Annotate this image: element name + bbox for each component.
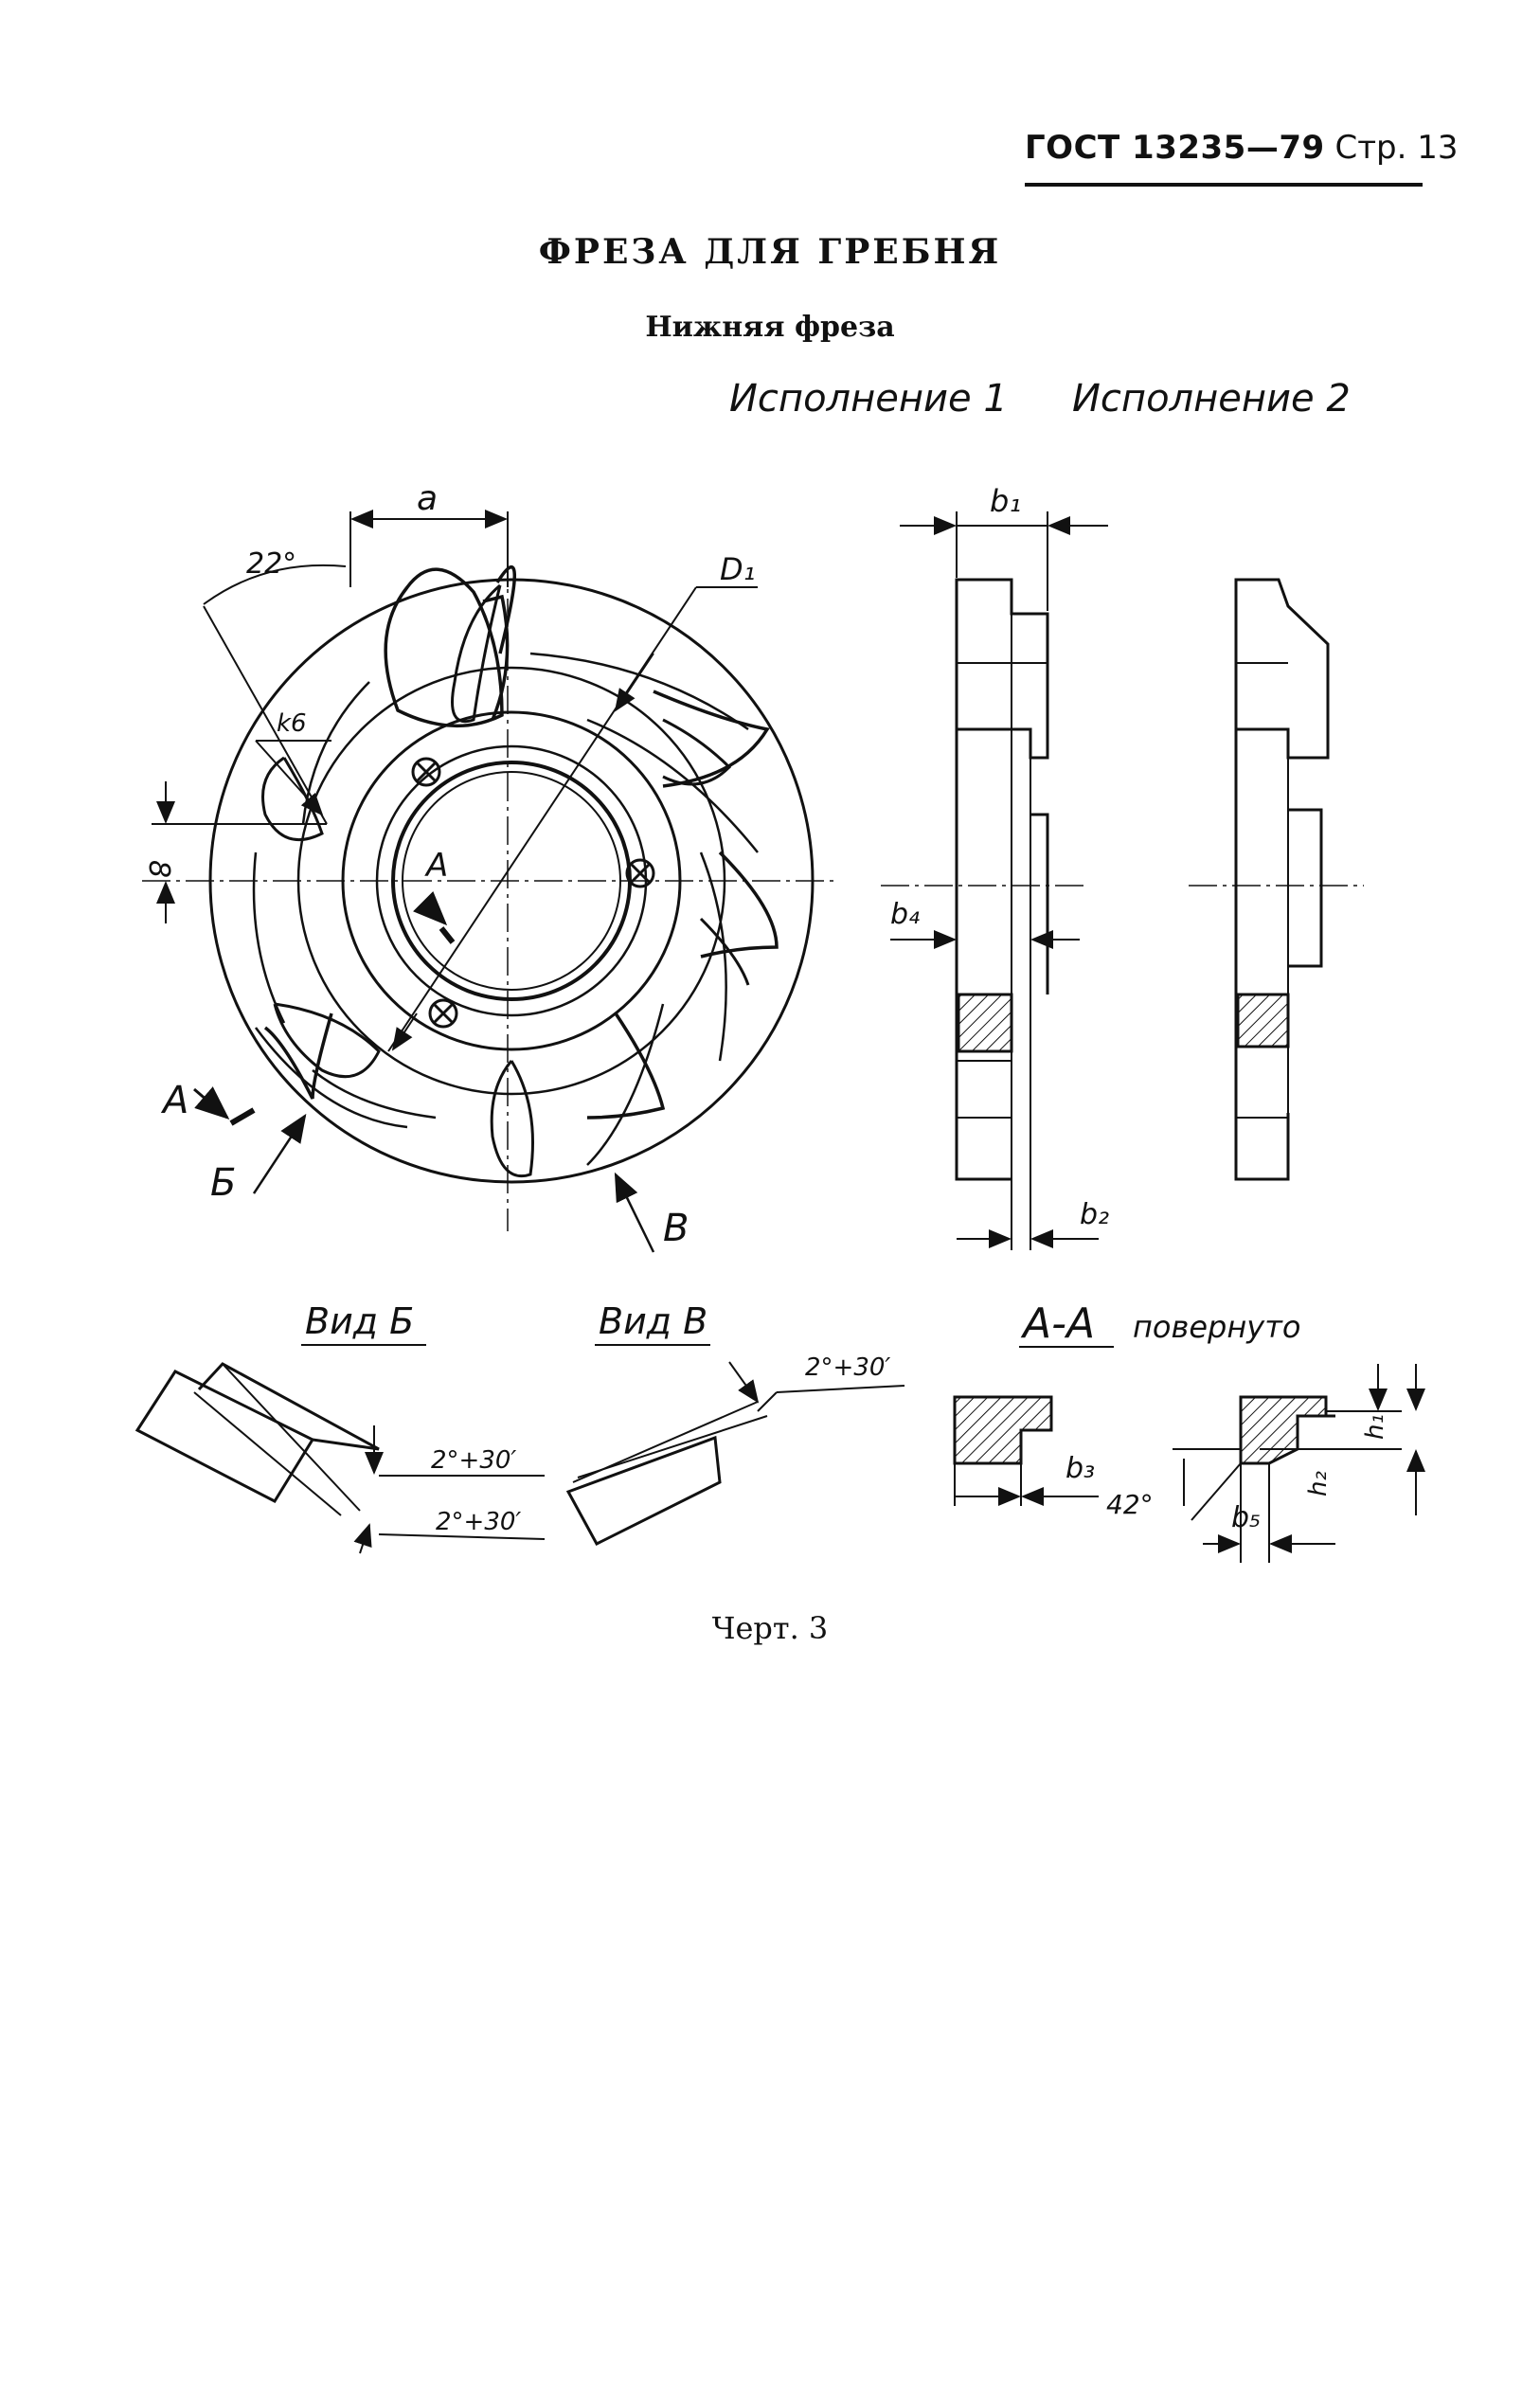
tooth-5 (586, 1012, 666, 1120)
section-aa-rotated: повернуто (1133, 1309, 1300, 1345)
dimension-b1 (900, 511, 1108, 611)
gullet-lower-left (273, 1002, 381, 1079)
view-b-drawing (134, 1362, 380, 1516)
dimension-b2 (957, 1184, 1099, 1250)
page-subtitle: Нижняя фреза (645, 311, 895, 344)
section-marker-a-inner (413, 891, 456, 944)
tooth-1 (384, 567, 504, 728)
dim-42-label: 42° (1106, 1489, 1154, 1520)
view-b-title: Вид Б (305, 1300, 414, 1342)
dim-b5-label: b₅ (1231, 1501, 1261, 1534)
screw-1 (411, 757, 441, 787)
dim-2-30-c-label: 2°+30′ (805, 1353, 890, 1382)
marker-v-label: В (663, 1207, 689, 1250)
section-aa-right-dims (1173, 1364, 1425, 1563)
view-v-drawing (565, 1401, 768, 1546)
dim-k6-label: k6 (277, 709, 307, 738)
section-aa-title: А-А (1020, 1299, 1095, 1348)
section-hatch-1 (957, 993, 1013, 1053)
variant-1-label: Исполнение 1 (729, 377, 1008, 421)
marker-b-label: Б (210, 1161, 236, 1205)
dim-2-30-b-label: 2°+30′ (436, 1508, 521, 1536)
screw-3 (428, 998, 458, 1029)
dim-b3-label: b₃ (1065, 1452, 1095, 1485)
dimension-22-deg (203, 564, 347, 825)
view-b-dimensions (353, 1425, 546, 1554)
section-aa-right (1239, 1395, 1335, 1465)
view-v-title: Вид В (599, 1300, 707, 1342)
view-arrow-b (252, 1113, 307, 1194)
dimension-k6 (255, 740, 331, 816)
variant-2-label: Исполнение 2 (1072, 377, 1351, 421)
gullet-bottom (490, 1060, 534, 1177)
marker-a-inner-label: А (424, 847, 448, 885)
dim-h1-label: h₁ (1361, 1414, 1389, 1440)
marker-a-outer-label: А (160, 1079, 188, 1122)
tooth-4 (700, 851, 779, 959)
dim-a-label: a (417, 479, 438, 518)
tooth-3 (653, 690, 770, 788)
page-title: ФРЕЗА ДЛЯ ГРЕБНЯ (538, 232, 1002, 272)
dimension-8 (152, 781, 327, 923)
gullet-top (451, 583, 502, 723)
gullet-right-mid (699, 917, 750, 986)
dim-8-label: 8 (142, 860, 175, 878)
side-view-variant-2 (1234, 578, 1330, 1181)
cutter-front-view (208, 564, 815, 1184)
view-arrow-v (614, 1172, 655, 1253)
header-rule (1025, 183, 1423, 187)
dimension-a (349, 510, 509, 587)
dim-b4-label: b₄ (890, 898, 920, 931)
tooth-6 (263, 1012, 333, 1100)
side-view-variant-1 (955, 578, 1049, 1250)
dim-b2-label: b₂ (1080, 1198, 1109, 1231)
section-aa-left-dims (954, 1463, 1099, 1506)
dimension-D1 (387, 586, 758, 1052)
view-v-dimensions (728, 1361, 905, 1412)
screw-2 (625, 858, 655, 888)
figure-caption: Черт. 3 (711, 1610, 829, 1646)
dim-b1-label: b₁ (990, 483, 1021, 519)
section-aa-left (953, 1395, 1053, 1465)
section-marker-a-outer (193, 1086, 256, 1126)
bore-inner-circle (402, 771, 621, 991)
gullet-right (662, 718, 732, 786)
page-number: Стр. 13 (1334, 129, 1459, 167)
dim-22-label: 22° (246, 547, 296, 581)
dim-2-30-a-label: 2°+30′ (431, 1446, 516, 1475)
cutter-teeth (263, 564, 779, 1120)
section-hatch-2 (1236, 993, 1290, 1048)
dim-D1-label: D₁ (720, 551, 755, 587)
dim-h2-label: h₂ (1304, 1471, 1333, 1496)
page-header: ГОСТ 13235—79 Стр. 13 (1025, 129, 1458, 167)
standard-number: ГОСТ 13235—79 (1025, 129, 1325, 167)
